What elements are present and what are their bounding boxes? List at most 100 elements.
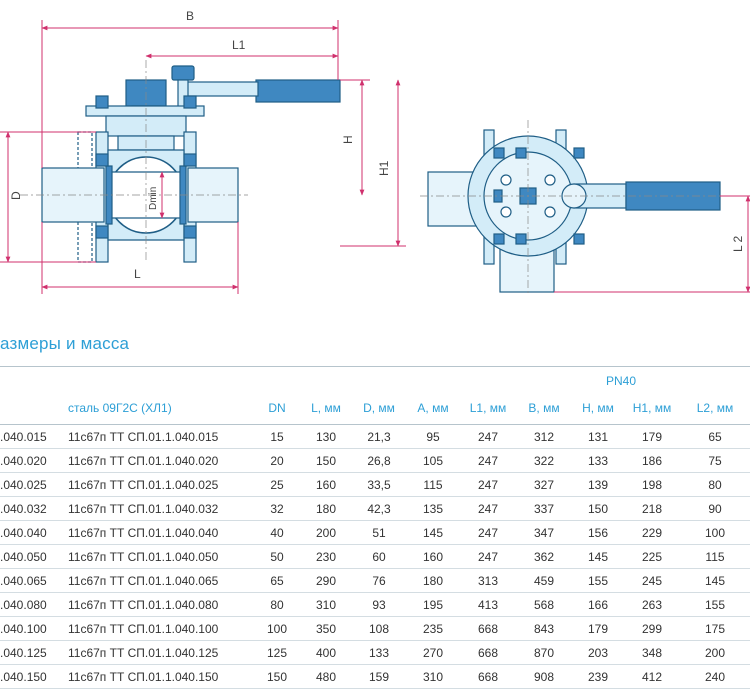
table-cell: 60 [352, 544, 406, 569]
table-cell: 125 [254, 640, 300, 665]
table-cell: 51 [352, 520, 406, 545]
table-cell: 290 [300, 568, 352, 593]
table-cell: 247 [460, 472, 516, 497]
table-cell: 145 [572, 544, 624, 569]
table-cell: 145 [406, 520, 460, 545]
table-cell: 25 [254, 472, 300, 497]
table-cell: 245 [624, 568, 680, 593]
table-cell: 11с67п ТТ СП.01.1.040.065 [68, 568, 254, 593]
table-cell: 75 [680, 448, 750, 473]
table-cell: 247 [460, 424, 516, 449]
table-cell: 159 [352, 664, 406, 689]
table-cell: 400 [300, 640, 352, 665]
column-header: L, мм [300, 392, 352, 425]
table-cell: 40 [254, 520, 300, 545]
dim-label-l1: L1 [232, 38, 246, 52]
table-cell: 200 [300, 520, 352, 545]
table-cell: 115 [680, 544, 750, 569]
table-cell: 668 [460, 616, 516, 641]
table-cell: 90 [680, 496, 750, 521]
table-cell: .040.050 [0, 544, 68, 569]
table-cell: 203 [572, 640, 624, 665]
table-cell: 133 [352, 640, 406, 665]
table-cell: 179 [572, 616, 624, 641]
table-cell: 843 [516, 616, 572, 641]
table-cell: .040.020 [0, 448, 68, 473]
column-header: D, мм [352, 392, 406, 425]
table-cell: 115 [406, 472, 460, 497]
table-cell: 327 [516, 472, 572, 497]
table-cell: 568 [516, 592, 572, 617]
dim-label-b: B [186, 9, 194, 23]
group-header-pn40: PN40 [605, 374, 636, 388]
table-cell: 322 [516, 448, 572, 473]
table-cell: 100 [254, 616, 300, 641]
section-title: азмеры и масса [0, 334, 130, 353]
table-cell: 156 [572, 520, 624, 545]
table-cell: 240 [680, 664, 750, 689]
table-cell: 100 [680, 520, 750, 545]
table-cell: 32 [254, 496, 300, 521]
table-cell: 312 [516, 424, 572, 449]
column-header [0, 392, 68, 425]
table-cell: 95 [406, 424, 460, 449]
table-cell: 337 [516, 496, 572, 521]
dim-label-l: L [134, 267, 141, 281]
table-cell: 218 [624, 496, 680, 521]
table-cell: 76 [352, 568, 406, 593]
dim-label-l2: L 2 [731, 235, 745, 252]
table-cell: 166 [572, 592, 624, 617]
table-cell: .040.100 [0, 616, 68, 641]
table-cell: 130 [300, 424, 352, 449]
table-cell: 350 [300, 616, 352, 641]
table-cell: 186 [624, 448, 680, 473]
table-cell: 131 [572, 424, 624, 449]
table-cell: 21,3 [352, 424, 406, 449]
handle-knob [171, 65, 195, 81]
column-header: сталь 09Г2С (ХЛ1) [68, 392, 254, 425]
table-cell: 11с67п ТТ СП.01.1.040.150 [68, 664, 254, 689]
table-cell: 870 [516, 640, 572, 665]
table-cell: 310 [406, 664, 460, 689]
table-cell: 93 [352, 592, 406, 617]
table-cell: 65 [680, 424, 750, 449]
table-cell: .040.065 [0, 568, 68, 593]
table-cell: 179 [624, 424, 680, 449]
table-cell: 11с67п ТТ СП.01.1.040.025 [68, 472, 254, 497]
table-cell: .040.032 [0, 496, 68, 521]
table-cell: 160 [300, 472, 352, 497]
column-header: A, мм [406, 392, 460, 425]
table-cell: 15 [254, 424, 300, 449]
table-cell: 80 [680, 472, 750, 497]
table-cell: 270 [406, 640, 460, 665]
table-cell: 150 [300, 448, 352, 473]
table-cell: 180 [406, 568, 460, 593]
table-cell: 668 [460, 640, 516, 665]
table-cell: 133 [572, 448, 624, 473]
table-cell: 33,5 [352, 472, 406, 497]
table-cell: 155 [572, 568, 624, 593]
section-divider [0, 366, 750, 367]
column-header: L1, мм [460, 392, 516, 425]
table-cell: 11с67п ТТ СП.01.1.040.125 [68, 640, 254, 665]
table-cell: 11с67п ТТ СП.01.1.040.032 [68, 496, 254, 521]
table-cell: 263 [624, 592, 680, 617]
column-header: H, мм [572, 392, 624, 425]
table-cell: 150 [572, 496, 624, 521]
table-cell: 139 [572, 472, 624, 497]
table-cell: 108 [352, 616, 406, 641]
table-cell: 225 [624, 544, 680, 569]
handle-lever [255, 79, 341, 103]
group-header-row: PN40 [0, 370, 750, 392]
table-cell: 180 [300, 496, 352, 521]
table-cell: 247 [460, 544, 516, 569]
table-cell: 200 [680, 640, 750, 665]
table-cell: 42,3 [352, 496, 406, 521]
table-cell: 198 [624, 472, 680, 497]
